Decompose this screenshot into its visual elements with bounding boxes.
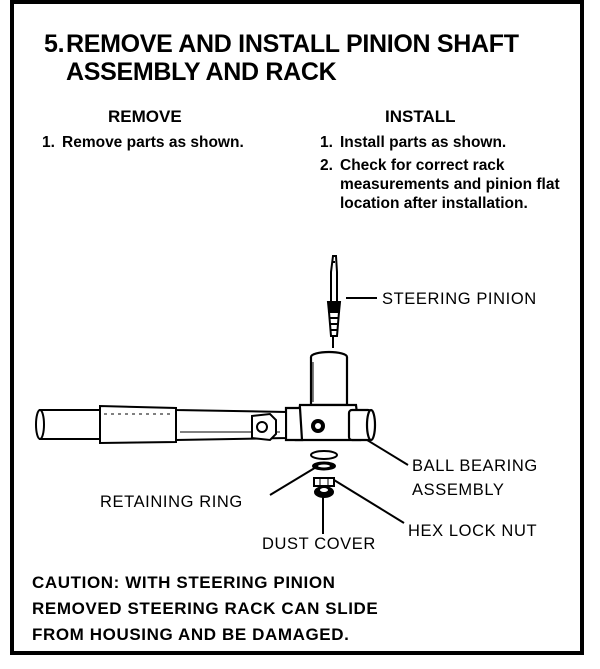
ball-bearing-assembly <box>310 450 338 460</box>
install-step-1: 1. Install parts as shown. <box>320 133 560 152</box>
section-title-line2: ASSEMBLY AND RACK <box>66 58 337 86</box>
label-hex-lock-nut: HEX LOCK NUT <box>408 522 538 540</box>
label-steering-pinion: STEERING PINION <box>382 290 537 308</box>
install-step-1-text: Install parts as shown. <box>340 134 507 151</box>
label-ball-bearing-2: ASSEMBLY <box>412 481 505 499</box>
label-ball-bearing-1: BALL BEARING <box>412 457 538 475</box>
install-step-2-number: 2. <box>320 157 333 174</box>
install-step-2-text: Check for correct rack measurements and … <box>340 157 560 212</box>
hex-lock-nut-leader <box>333 479 405 524</box>
remove-step-1-number: 1. <box>42 134 55 151</box>
caution-line2: REMOVED STEERING RACK CAN SLIDE <box>32 599 379 618</box>
hex-lock-nut <box>313 477 335 487</box>
remove-heading: REMOVE <box>108 107 182 126</box>
label-retaining-ring: RETAINING RING <box>100 493 243 511</box>
label-dust-cover: DUST COVER <box>262 535 376 553</box>
lower-parts <box>310 450 338 498</box>
rack-tube <box>35 404 287 445</box>
install-heading: INSTALL <box>385 107 456 126</box>
page-frame <box>10 0 584 655</box>
steering-pinion-part <box>326 255 342 348</box>
retaining-ring-leader <box>269 465 319 496</box>
install-step-1-number: 1. <box>320 134 333 151</box>
caution-line1: CAUTION: WITH STEERING PINION <box>32 573 336 592</box>
caution-note: CAUTION: WITH STEERING PINION REMOVED ST… <box>32 570 552 648</box>
pinion-housing <box>284 350 377 442</box>
caution-line3: FROM HOUSING AND BE DAMAGED. <box>32 625 350 644</box>
section-title: 5.REMOVE AND INSTALL PINION SHAFT ASSEMB… <box>44 30 564 86</box>
section-number: 5. <box>44 30 65 58</box>
remove-step-1: 1. Remove parts as shown. <box>42 133 292 152</box>
remove-step-1-text: Remove parts as shown. <box>62 134 244 151</box>
install-step-2: 2. Check for correct rack measurements a… <box>320 156 560 213</box>
section-title-line1: REMOVE AND INSTALL PINION SHAFT <box>66 30 519 58</box>
